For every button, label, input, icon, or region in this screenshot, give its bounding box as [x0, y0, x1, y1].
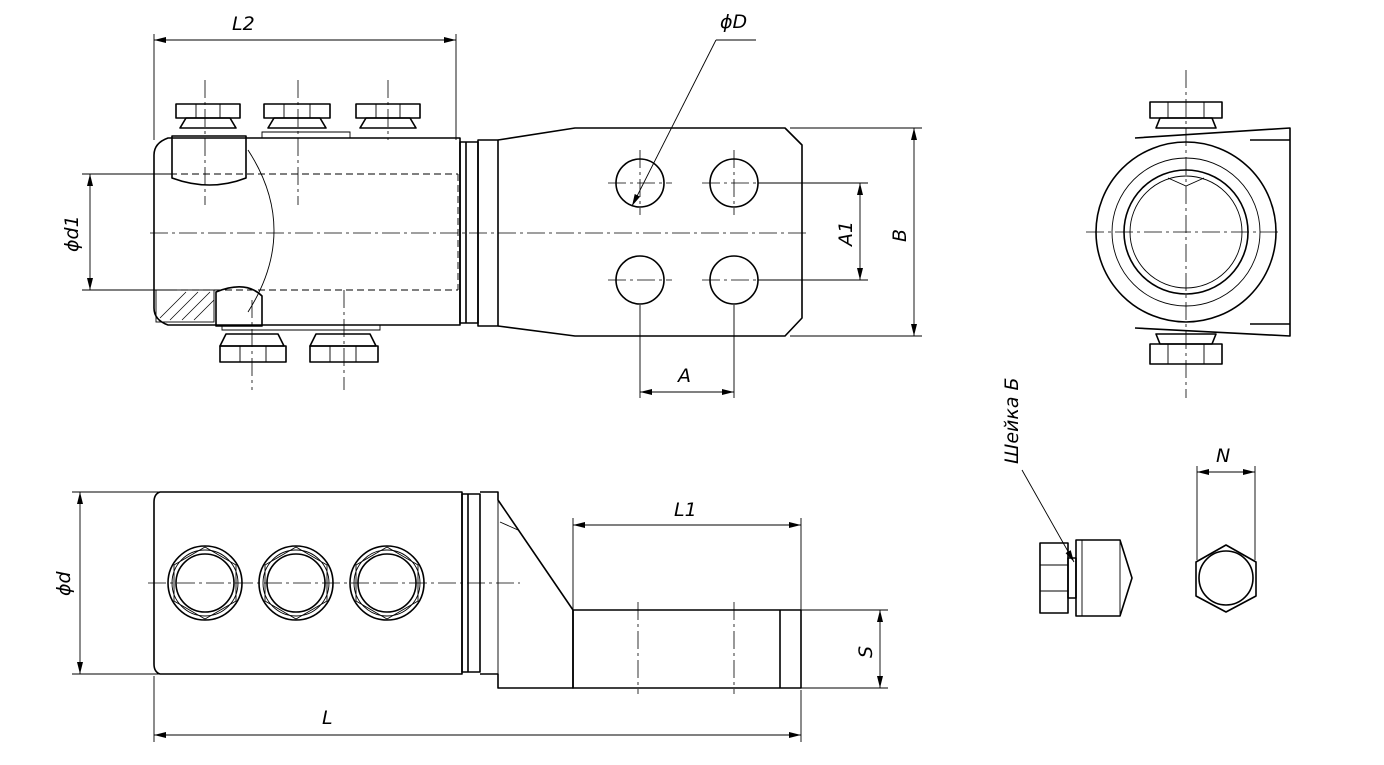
bolt-head-top-1 — [175, 103, 241, 129]
label-L1: L1 — [674, 499, 697, 521]
neck-leader: Шейка Б — [1001, 377, 1075, 563]
label-neck: Шейка Б — [1001, 377, 1023, 464]
label-d: ϕd — [53, 570, 75, 596]
label-A: A — [676, 365, 691, 387]
label-L2: L2 — [232, 13, 255, 35]
dimension-L2: L2 — [153, 13, 457, 140]
label-N: N — [1216, 445, 1230, 467]
dimension-A: A — [640, 365, 734, 395]
bolt-head-top-2 — [263, 103, 331, 129]
label-S: S — [855, 646, 877, 658]
dimension-d: ϕd — [53, 491, 160, 675]
dimension-L: L — [153, 676, 802, 742]
side-view — [1086, 70, 1291, 398]
bolt-detail-end: N — [1195, 445, 1257, 613]
bolt-head-bottom-2 — [309, 333, 379, 363]
bolt-detail-side — [1039, 539, 1133, 617]
dimension-L1: L1 — [572, 499, 802, 610]
dimension-D: ϕD — [631, 11, 756, 207]
dimension-S: S — [801, 609, 888, 689]
label-A1: A1 — [835, 221, 857, 248]
top-view — [148, 491, 802, 694]
dimension-B: B — [790, 127, 922, 337]
label-D: ϕD — [720, 11, 747, 33]
dimension-A1: A1 — [758, 182, 868, 281]
bolt-head-top-3 — [355, 103, 421, 129]
bolt-head-bottom-1 — [219, 333, 287, 363]
label-B: B — [889, 229, 911, 242]
front-view — [150, 80, 810, 398]
label-L: L — [322, 707, 333, 729]
label-d1: ϕd1 — [61, 215, 83, 252]
dimension-d1: ϕd1 — [61, 173, 170, 291]
